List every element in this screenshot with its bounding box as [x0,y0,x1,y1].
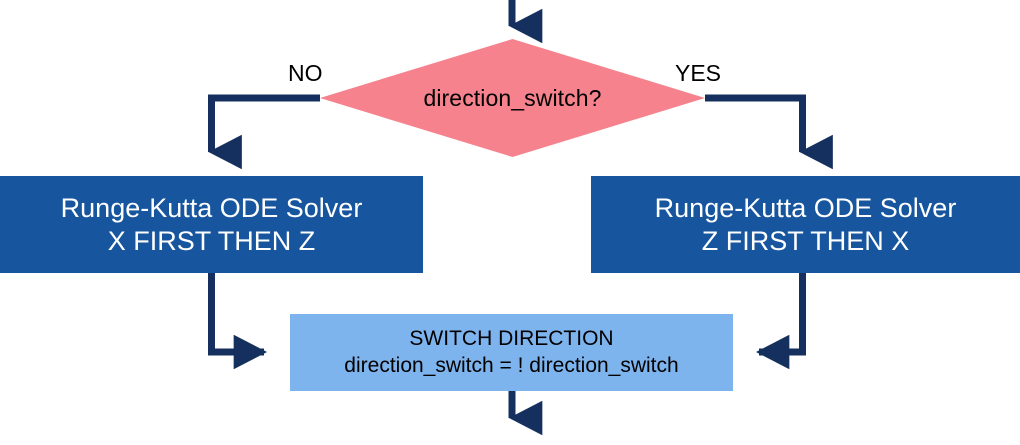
branch-label-no: NO [288,60,323,86]
no-branch-connector [208,94,320,170]
decision-node-direction-switch[interactable]: direction_switch? [320,39,705,157]
process-node-solver-x-first[interactable]: Runge-Kutta ODE Solver X FIRST THEN Z [0,176,423,273]
switch-line2: direction_switch = ! direction_switch [344,353,679,377]
process-node-solver-z-first[interactable]: Runge-Kutta ODE Solver Z FIRST THEN X [591,176,1020,273]
process-right-line1: Runge-Kutta ODE Solver [654,192,957,223]
process-right-line2: Z FIRST THEN X [701,225,910,256]
decision-label: direction_switch? [423,84,602,111]
branch-label-yes: YES [675,60,722,86]
process-node-switch-direction[interactable]: SWITCH DIRECTION direction_switch = ! di… [290,314,733,391]
switch-line1: SWITCH DIRECTION [409,327,614,351]
yes-branch-connector [705,94,833,170]
process-left-line2: X FIRST THEN Z [107,225,316,256]
right-to-switch-connector [755,273,806,370]
process-left-line1: Runge-Kutta ODE Solver [60,192,363,223]
left-to-switch-connector [208,273,268,370]
